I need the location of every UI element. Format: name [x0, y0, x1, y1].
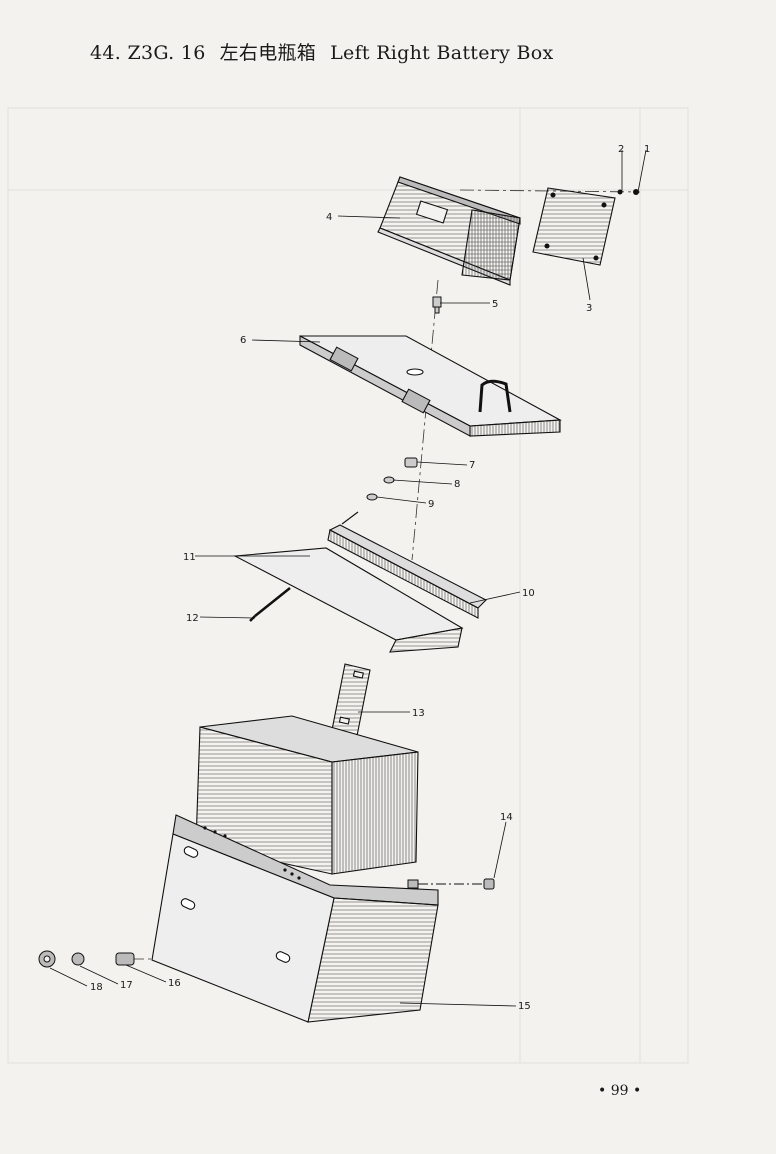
callout-1: 1 [644, 144, 650, 155]
callout-9: 9 [428, 499, 434, 510]
part-8-lock-washer [383, 476, 395, 484]
part-5-bolt [432, 296, 442, 314]
part-15-box-frame-upper [195, 715, 419, 875]
callout-5: 5 [492, 299, 498, 310]
callout-16: 16 [168, 978, 181, 989]
callout-6: 6 [240, 335, 246, 346]
callout-13: 13 [412, 708, 425, 719]
part-11-tray [233, 547, 464, 653]
part-14-bolt [407, 878, 495, 890]
callout-2: 2 [618, 144, 624, 155]
part-17-lock-washer [71, 952, 85, 966]
part-10-cushion-lock [327, 511, 487, 619]
part-9-washer [366, 493, 378, 501]
callout-3: 3 [586, 303, 592, 314]
bleed-through-ghost [7, 107, 689, 1064]
callout-14: 14 [500, 812, 513, 823]
page-title: 44. Z3G. 16 左右电瓶箱 Left Right Battery Box [90, 38, 554, 65]
page-number: • 99 • [598, 1083, 642, 1099]
callout-18: 18 [90, 982, 103, 993]
part-12-rod [249, 587, 291, 622]
callout-17: 17 [120, 980, 133, 991]
title-english: Left Right Battery Box [330, 42, 554, 64]
part-6-lid [299, 335, 562, 437]
title-code: 44. Z3G. 16 [90, 42, 206, 64]
part-16-bolt [115, 952, 135, 966]
callout-labels: 1 2 3 4 5 6 7 8 9 10 11 12 13 14 15 16 1… [90, 144, 650, 1012]
part-13-rubber-cushion [331, 663, 371, 737]
part-3-cover-plate [532, 187, 616, 266]
callout-11: 11 [183, 552, 196, 563]
part-4-bracket [377, 176, 521, 286]
callout-7: 7 [469, 460, 475, 471]
callout-12: 12 [186, 613, 199, 624]
part-18-washer [38, 950, 56, 968]
callout-10: 10 [522, 588, 535, 599]
callout-4: 4 [326, 212, 332, 223]
callout-8: 8 [454, 479, 460, 490]
part-1-2-screw-washer [617, 189, 639, 195]
part-7-nut [404, 457, 418, 468]
leader-lines [49, 149, 647, 1007]
part-15-box-frame-lower [151, 814, 439, 1023]
title-chinese: 左右电瓶箱 [219, 42, 317, 64]
callout-15: 15 [518, 1001, 531, 1012]
